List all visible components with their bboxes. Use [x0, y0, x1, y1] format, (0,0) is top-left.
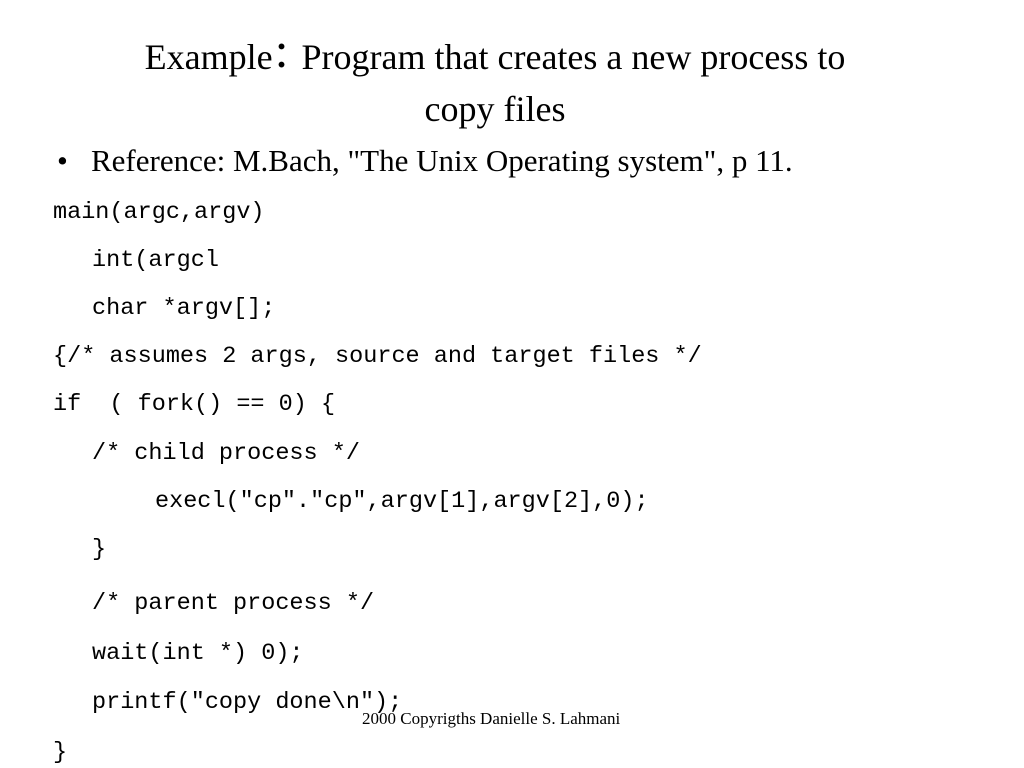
code-line: {/* assumes 2 args, source and target fi… [53, 343, 702, 370]
copyright-footer: 2000 Copyrigths Danielle S. Lahmani [362, 709, 621, 728]
title-rest: Program that creates a new process to [292, 37, 846, 77]
code-line: char *argv[]; [92, 295, 276, 322]
code-line: execl("cp"."cp",argv[1],argv[2],0); [155, 488, 649, 515]
code-line: wait(int *) 0); [92, 640, 304, 667]
title-line-2: copy files [424, 89, 566, 129]
code-line: } [53, 739, 68, 766]
code-line: /* parent process */ [92, 590, 375, 617]
reference-text: Reference: M.Bach, "The Unix Operating s… [91, 143, 793, 178]
slide-title: Example: Program that creates a new proc… [80, 22, 910, 135]
code-line: if ( fork() == 0) { [53, 391, 336, 418]
code-line: main(argc,argv) [53, 199, 265, 226]
title-prefix: Example [144, 37, 273, 77]
title-line-1: Example: Program that creates a new proc… [80, 22, 910, 83]
code-line: } [92, 536, 107, 563]
bullet-icon: • [57, 143, 68, 178]
code-line: printf("copy done\n"); [92, 689, 403, 716]
reference-bullet: • Reference: M.Bach, "The Unix Operating … [57, 139, 793, 183]
title-colon: : [274, 22, 289, 78]
code-line: int(argcl [92, 247, 219, 274]
code-line: /* child process */ [92, 440, 360, 467]
